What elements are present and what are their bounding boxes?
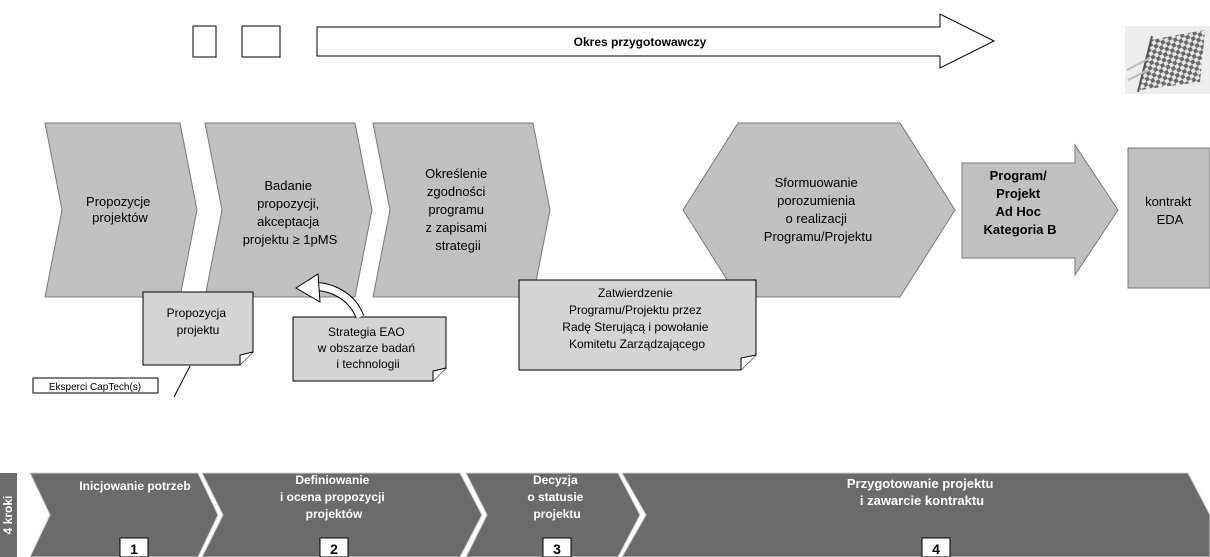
phase-3-title: Decyzja o statusie projektu xyxy=(527,473,586,521)
flow-step-eda-contract: kontrakt EDA xyxy=(1127,147,1210,289)
flow-step-proposals: Propozycje projektów xyxy=(44,122,198,298)
experts-leader-line xyxy=(173,365,191,398)
flow-step-compliance: Określenie zgodności programu z zapisami… xyxy=(372,122,551,298)
timeline-small-box-2 xyxy=(241,25,281,58)
note-eao-strategy: Strategia EAO w obszarze badań i technol… xyxy=(292,316,447,382)
timeline-small-box-1 xyxy=(192,25,217,58)
note-eao-strategy-text: Strategia EAO w obszarze badań i technol… xyxy=(317,325,419,371)
flow-step-eda-contract-text: kontrakt EDA xyxy=(1145,194,1195,227)
phase-2-definition: Definiowanie i ocena propozycji projektó… xyxy=(201,472,483,557)
experts-callout: Eksperci CapTech(s) xyxy=(32,365,191,398)
steps-side-label-text: 4 kroki xyxy=(1,496,15,535)
note-project-proposal-text: Propozycja projektu xyxy=(167,306,230,337)
phase-4-title: Przygotowanie projektu i zawarcie kontra… xyxy=(847,476,997,508)
phase-2-title: Definiowanie i ocena propozycji projektó… xyxy=(280,473,388,521)
phase-3-decision: Decyzja o statusie projektu 3 xyxy=(465,472,641,557)
phase-4-number: 4 xyxy=(932,541,940,557)
flow-step-agreement-text: Sformuowanie porozumienia o realizacji P… xyxy=(764,175,872,244)
flow-step-program-category-b: Program/ Projekt Ad Hoc Kategoria B xyxy=(961,143,1119,277)
phase-4-preparation: Przygotowanie projektu i zawarcie kontra… xyxy=(621,472,1210,557)
flow-step-compliance-text: Określenie zgodności programu z zapisami… xyxy=(425,166,491,253)
note-project-proposal: Propozycja projektu xyxy=(142,291,254,366)
flow-step-proposals-text: Propozycje projektów xyxy=(86,194,154,225)
phase-1-number: 1 xyxy=(130,541,138,557)
phase-2-number: 2 xyxy=(330,541,338,557)
phase-1-initiation: Inicjowanie potrzeb 1 xyxy=(29,472,219,557)
experts-label: Eksperci CapTech(s) xyxy=(49,382,141,393)
curved-feedback-arrow xyxy=(295,273,365,319)
note-approval: Zatwierdzenie Programu/Projektu przez Ra… xyxy=(518,279,757,371)
flow-step-examination-text: Badanie propozycji, akceptacja projektu … xyxy=(243,178,338,247)
note-approval-text: Zatwierdzenie Programu/Projektu przez Ra… xyxy=(562,286,711,351)
flow-step-program-category-b-text: Program/ Projekt Ad Hoc Kategoria B xyxy=(984,168,1057,237)
preparation-period-arrow: Okres przygotowawczy xyxy=(316,13,996,69)
flow-step-agreement: Sformuowanie porozumienia o realizacji P… xyxy=(682,122,956,298)
checkered-flag-icon xyxy=(1125,26,1210,94)
flow-step-examination: Badanie propozycji, akceptacja projektu … xyxy=(204,122,373,298)
preparation-period-label: Okres przygotowawczy xyxy=(574,35,707,49)
phase-3-number: 3 xyxy=(553,541,561,557)
steps-side-label: 4 kroki xyxy=(0,473,17,557)
phase-1-title: Inicjowanie potrzeb xyxy=(79,479,190,493)
